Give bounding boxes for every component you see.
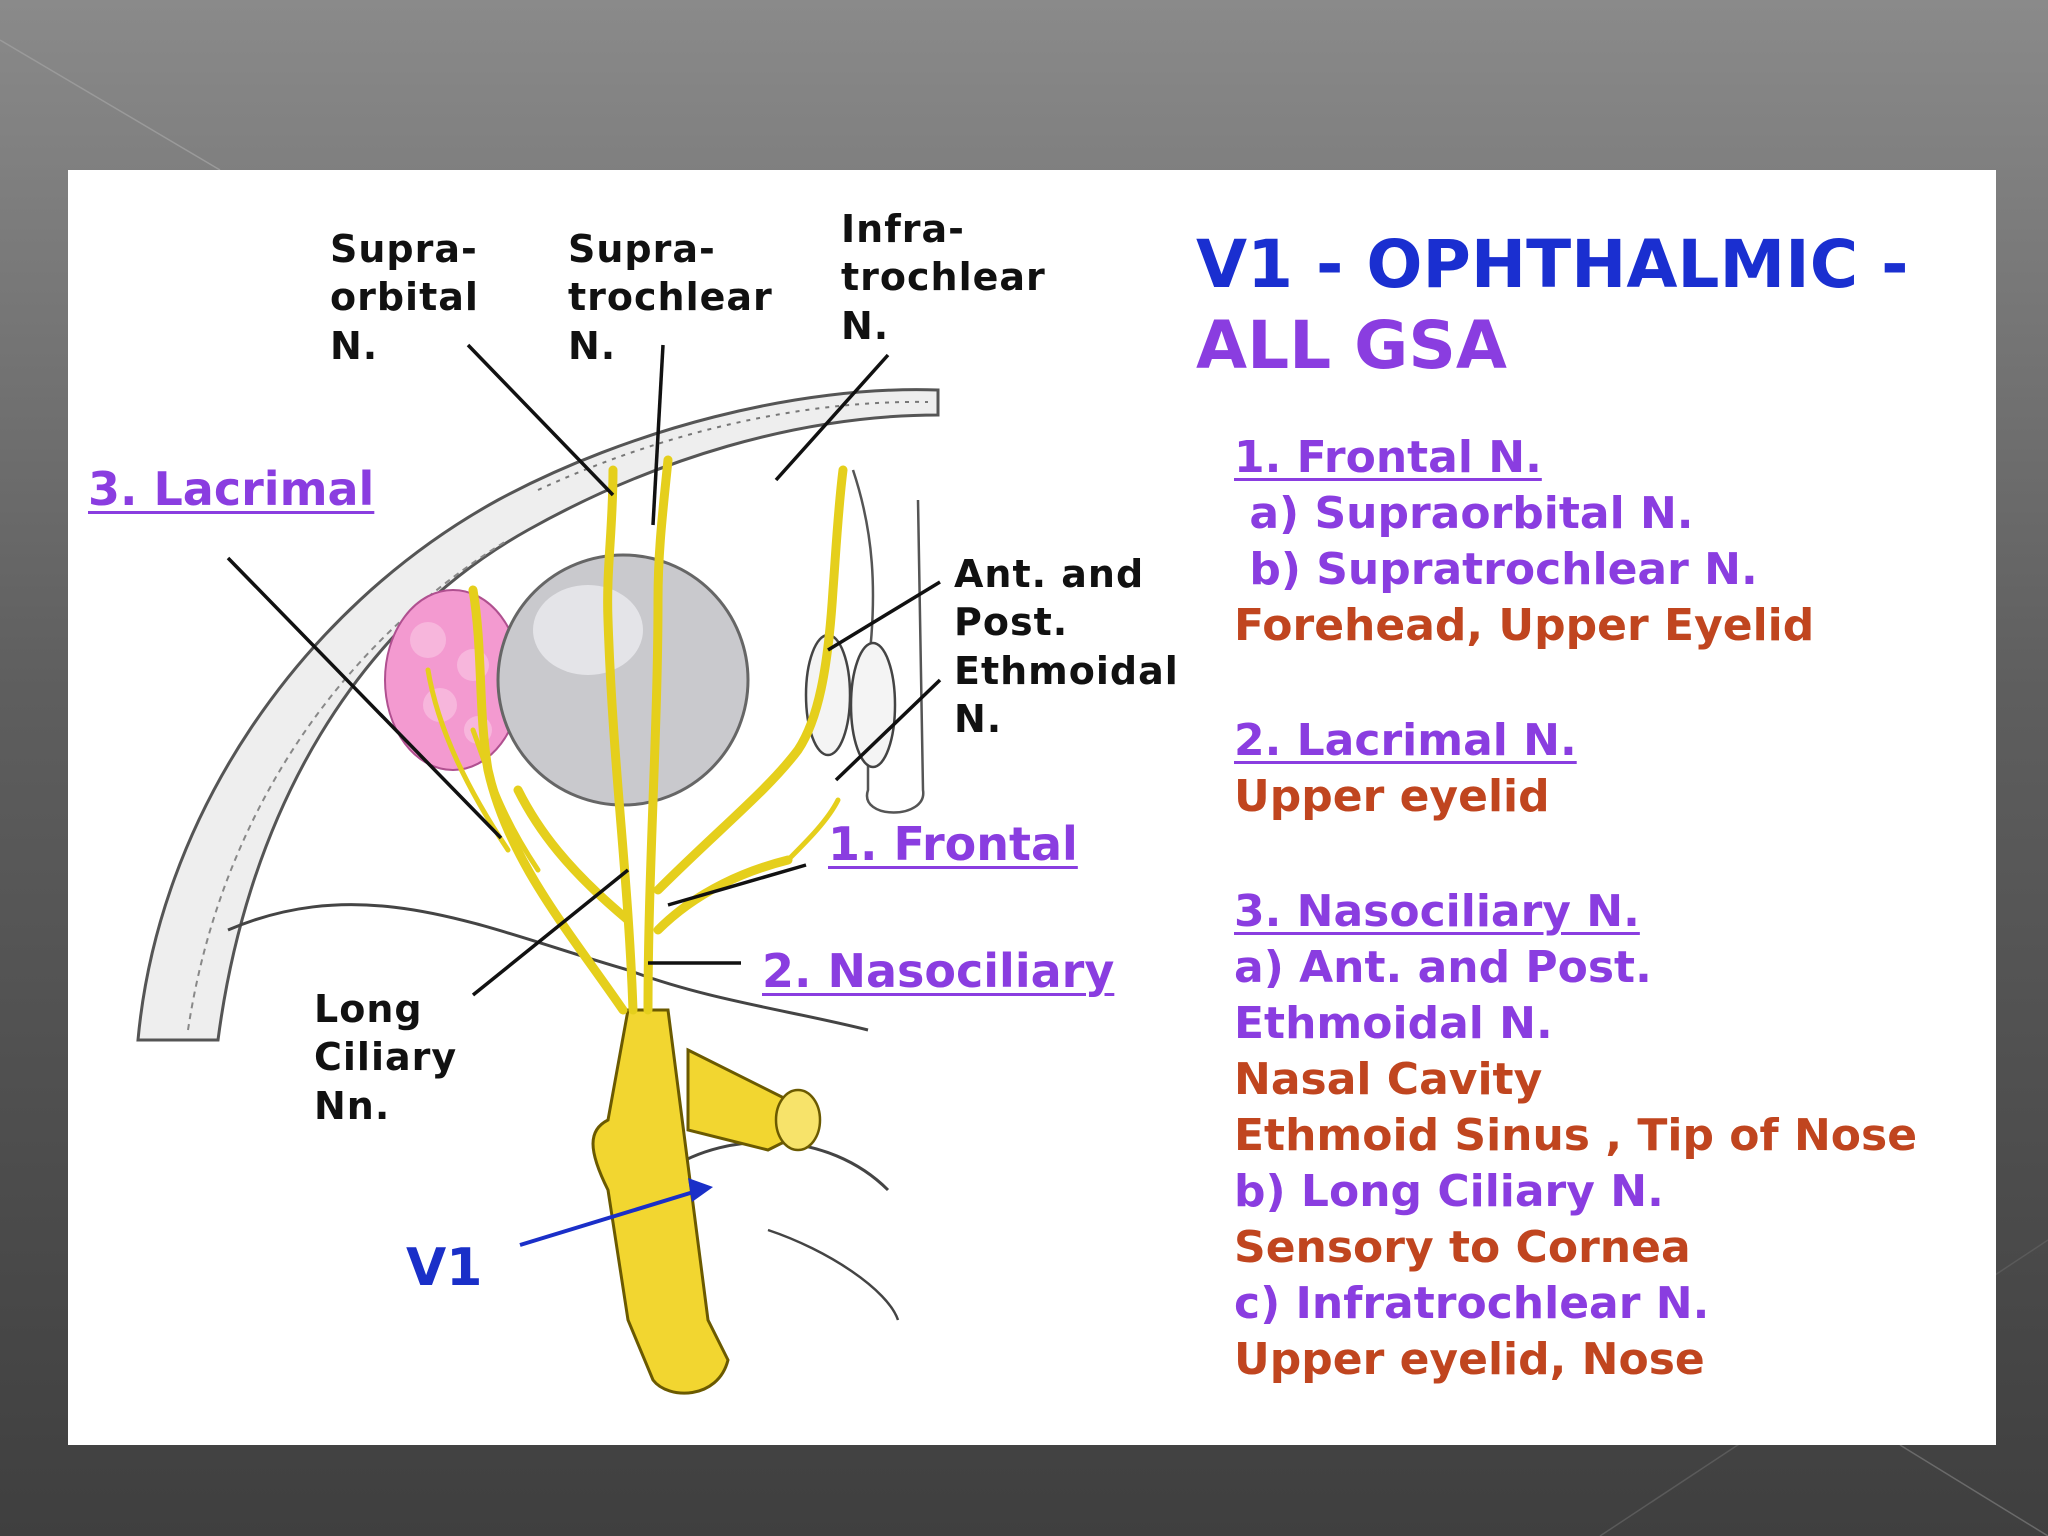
v1-arrowhead (688, 1178, 713, 1202)
pointer-lines (226, 343, 942, 997)
note-supraorbital: a) Supraorbital N. (1234, 488, 1694, 539)
orbital-roof-bone (136, 388, 940, 1042)
label-frontal: 1. Frontal (828, 817, 1078, 871)
note-nasociliary-heading: 3. Nasociliary N. (1234, 886, 1640, 937)
label-infratrochlear: Infra- trochlear N. (841, 207, 1046, 348)
note-lacrimal-area: Upper eyelid (1234, 771, 1550, 822)
orbit-illustration (136, 343, 942, 1395)
label-long-ciliary: Long Ciliary Nn. (314, 987, 458, 1128)
label-ethmoidal: Ant. and Post. Ethmoidal N. (954, 552, 1179, 741)
slide-panel: Supra- orbital N. Supra- trochlear N. In… (68, 170, 1996, 1445)
eyeball (496, 553, 750, 807)
note-frontal-area: Forehead, Upper Eyelid (1234, 600, 1815, 651)
note-infratrochlear: c) Infratrochlear N. (1234, 1278, 1710, 1329)
label-nasociliary: 2. Nasociliary (762, 944, 1115, 998)
note-ethmoidal-a: a) Ant. and Post. (1234, 942, 1652, 993)
title-line-1: V1 - OPHTHALMIC - (1196, 226, 1909, 303)
note-ethmoidal-b: Ethmoidal N. (1234, 998, 1553, 1049)
note-nasal-cavity: Nasal Cavity (1234, 1054, 1543, 1105)
note-supratrochlear: b) Supratrochlear N. (1234, 544, 1758, 595)
note-long-ciliary: b) Long Ciliary N. (1234, 1166, 1664, 1217)
label-lacrimal: 3. Lacrimal (88, 462, 375, 516)
slide-title: V1 - OPHTHALMIC - ALL GSA (1196, 225, 1909, 386)
label-supratrochlear: Supra- trochlear N. (568, 227, 773, 368)
label-v1: V1 (406, 1238, 483, 1298)
note-ethmoid-sinus: Ethmoid Sinus , Tip of Nose (1234, 1110, 1918, 1161)
note-lacrimal-heading: 2. Lacrimal N. (1234, 715, 1577, 766)
v1-arrow-line (519, 1188, 701, 1247)
title-line-2: ALL GSA (1196, 306, 1507, 384)
note-cornea: Sensory to Cornea (1234, 1222, 1691, 1273)
note-frontal-heading: 1. Frontal N. (1234, 432, 1542, 483)
note-upper-eyelid-nose: Upper eyelid, Nose (1234, 1334, 1705, 1385)
label-supraorbital: Supra- orbital N. (330, 227, 479, 368)
ethmoid-cell-2 (849, 641, 897, 769)
